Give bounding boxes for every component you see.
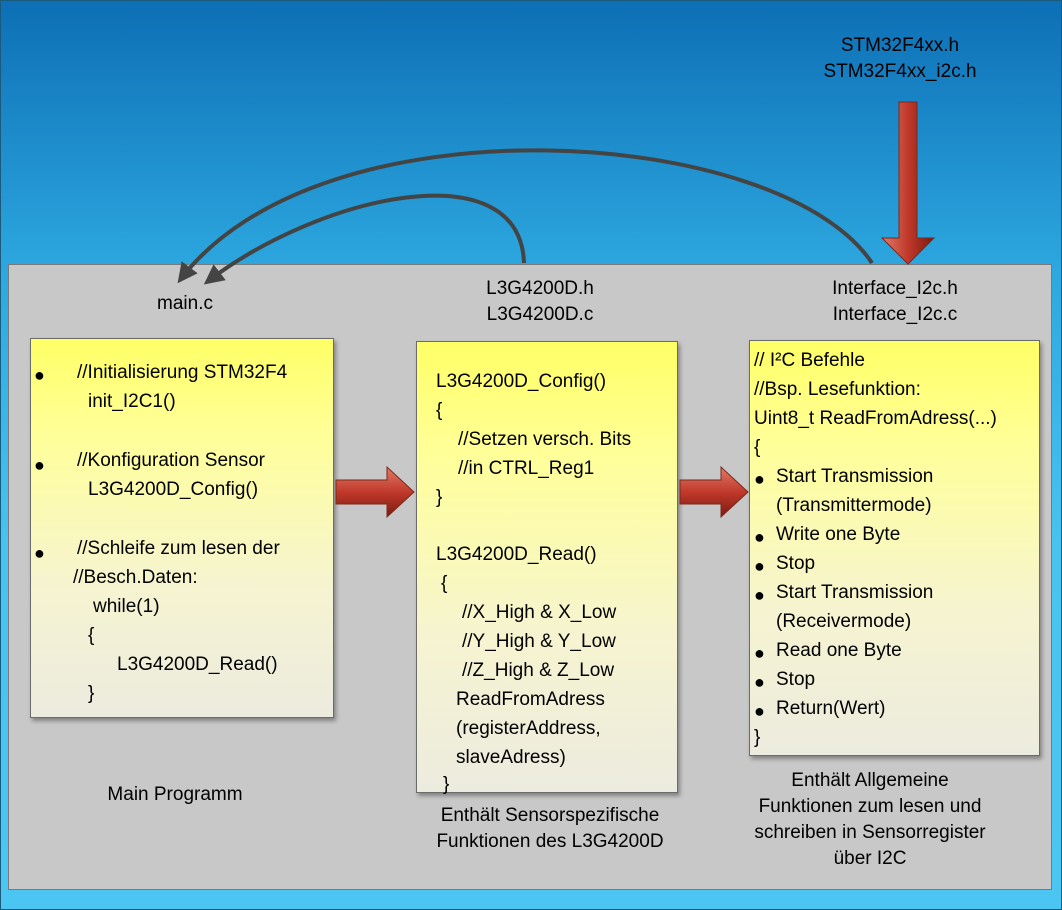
sensor-line: { [441, 573, 448, 594]
interface-header-line: // I²C Befehle [754, 350, 865, 371]
main-line: init_I2C1() [88, 391, 176, 412]
interface-caption-line: Enthält Allgemeine [791, 770, 949, 791]
stm-header-file-2: STM32F4xx_i2c.h [823, 61, 977, 82]
main-caption: Main Programm [107, 784, 243, 805]
red-arrow-sensor-to-interface [679, 465, 749, 519]
interface-header-line: Uint8_t ReadFromAdress(...) [754, 408, 997, 429]
sensor-line: //Z_High & Z_Low [462, 660, 615, 681]
interface-item: Start Transmission [776, 466, 934, 487]
sensor-line: slaveAdress) [456, 747, 566, 768]
sensor-line: //in CTRL_Reg1 [458, 458, 595, 479]
bullet-icon: ● [34, 365, 45, 385]
main-line: } [88, 683, 95, 704]
bullet-icon: ● [34, 455, 45, 475]
interface-header-file-label: Interface_I2c.h [832, 278, 958, 299]
main-line: { [88, 625, 95, 646]
main-line: //Besch.Daten: [73, 567, 198, 588]
interface-item: Write one Byte [776, 524, 901, 545]
gray-arrow-interface-to-main [177, 148, 874, 284]
sensor-header-file-label: L3G4200D.h [486, 278, 594, 299]
red-arrow-main-to-sensor [335, 465, 415, 519]
interface-item: Read one Byte [776, 640, 902, 661]
sensor-line: } [443, 774, 450, 795]
sensor-caption-line: Funktionen des L3G4200D [436, 831, 664, 852]
sensor-line: ReadFromAdress [456, 689, 605, 710]
interface-caption-line: über I2C [833, 848, 907, 869]
interface-item: Start Transmission [776, 582, 934, 603]
sensor-functions-box: L3G4200D_Config() { //Setzen versch. Bit… [416, 341, 678, 795]
gray-arrow-sensor-to-main [203, 193, 526, 285]
main-line: //Konfiguration Sensor [77, 450, 266, 471]
interface-item: (Receivermode) [776, 611, 912, 632]
sensor-line: L3G4200D_Config() [436, 371, 607, 392]
interface-header-line: { [754, 437, 761, 458]
interface-header-line: //Bsp. Lesefunktion: [754, 379, 921, 400]
sensor-line: (registerAddress, [456, 718, 601, 739]
red-arrow-down [880, 101, 936, 265]
interface-item: Stop [776, 553, 816, 574]
interface-item: (Transmittermode) [776, 495, 932, 516]
interface-item: Return(Wert) [776, 698, 886, 719]
sensor-caption-line: Enthält Sensorspezifische [440, 805, 660, 826]
bullet-icon: ● [754, 672, 765, 692]
bullet-icon: ● [754, 643, 765, 663]
bullet-icon: ● [754, 585, 765, 605]
stm-header-file-1: STM32F4xx.h [840, 35, 960, 56]
sensor-line: //Setzen versch. Bits [458, 429, 632, 450]
main-line: L3G4200D_Config() [88, 479, 259, 500]
sensor-line: //X_High & X_Low [462, 602, 617, 623]
sensor-line: } [436, 487, 443, 508]
main-program-box: ● //Initialisierung STM32F4 init_I2C1() … [30, 338, 334, 718]
bullet-icon: ● [754, 469, 765, 489]
sensor-line: L3G4200D_Read() [436, 544, 597, 565]
interface-source-file-label: Interface_I2c.c [832, 304, 958, 325]
interface-item: Stop [776, 669, 816, 690]
main-line: L3G4200D_Read() [117, 654, 278, 675]
main-line: //Schleife zum lesen der [77, 538, 280, 559]
main-line: while(1) [93, 596, 160, 617]
main-line: //Initialisierung STM32F4 [77, 362, 288, 383]
bullet-icon: ● [754, 556, 765, 576]
bullet-icon: ● [754, 527, 765, 547]
interface-functions-box: // I²C Befehle //Bsp. Lesefunktion: Uint… [749, 340, 1040, 756]
sensor-line: { [436, 400, 443, 421]
sensor-source-file-label: L3G4200D.c [486, 304, 594, 325]
interface-caption-line: Funktionen zum lesen und [758, 796, 982, 817]
sensor-line: //Y_High & Y_Low [462, 631, 616, 652]
bullet-icon: ● [754, 701, 765, 721]
interface-caption-line: schreiben in Sensorregister [754, 822, 986, 843]
interface-closing-brace: } [754, 727, 761, 748]
bullet-icon: ● [34, 543, 45, 563]
main-file-label: main.c [157, 293, 213, 314]
